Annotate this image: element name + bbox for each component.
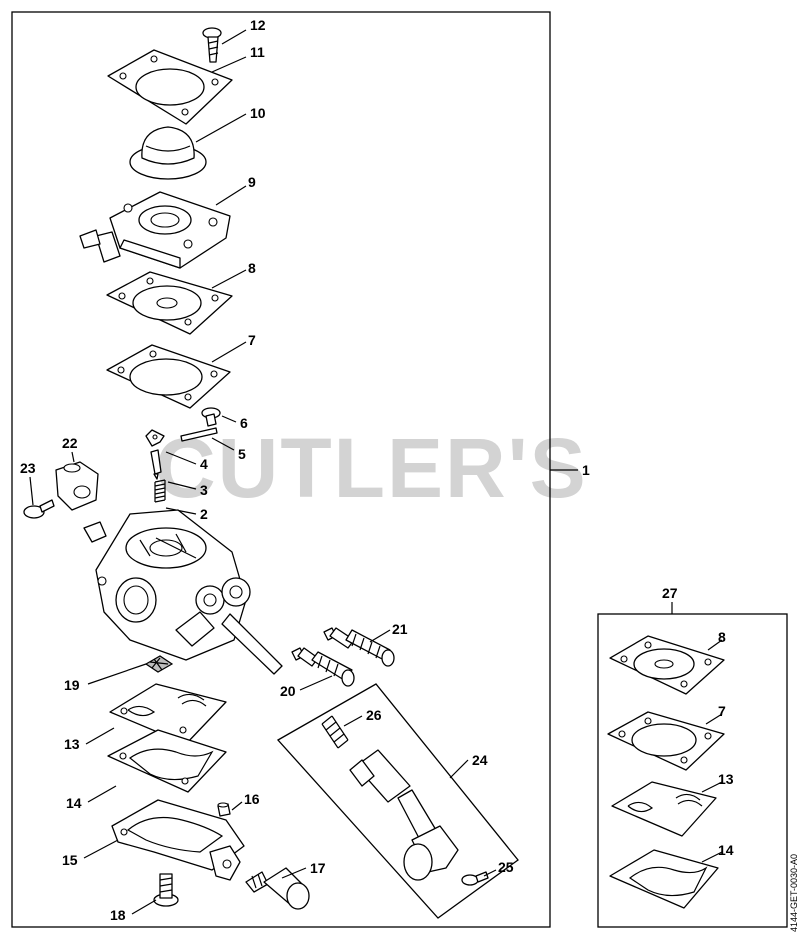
part-7-gasket bbox=[106, 344, 231, 409]
kit-part-7-gasket bbox=[607, 711, 725, 771]
label-5: 5 bbox=[238, 446, 246, 462]
part-5-pin bbox=[180, 427, 218, 442]
document-id: 4144-GET-0030-A0 bbox=[789, 854, 799, 932]
label-17: 17 bbox=[310, 860, 326, 876]
part-11-gasket bbox=[107, 49, 233, 125]
label-27: 27 bbox=[662, 585, 678, 601]
watermark: CUTLER'S bbox=[155, 421, 588, 515]
part-18-screw bbox=[153, 873, 179, 907]
label-6: 6 bbox=[240, 415, 248, 431]
label-22: 22 bbox=[62, 435, 78, 451]
label-23: 23 bbox=[20, 460, 36, 476]
label-13: 13 bbox=[64, 736, 80, 752]
kit-label-8: 8 bbox=[718, 629, 726, 645]
label-26: 26 bbox=[366, 707, 382, 723]
part-22-clip bbox=[55, 461, 99, 511]
part-inlet-needle bbox=[150, 449, 162, 480]
kit-frame bbox=[597, 613, 788, 928]
kit-part-13-diaphragm bbox=[611, 781, 717, 837]
label-3: 3 bbox=[200, 482, 208, 498]
part-12-screw bbox=[202, 27, 222, 63]
kit-part-14-gasket bbox=[609, 849, 719, 909]
part-8-diaphragm bbox=[106, 271, 233, 335]
part-25-screw bbox=[461, 871, 489, 886]
label-21: 21 bbox=[392, 621, 408, 637]
label-12: 12 bbox=[250, 17, 266, 33]
label-18: 18 bbox=[110, 907, 126, 923]
part-6-screw bbox=[201, 407, 221, 427]
part-15-cover bbox=[111, 799, 245, 881]
part-4-lever bbox=[145, 429, 165, 447]
part-19-screen bbox=[144, 655, 174, 673]
kit-label-13: 13 bbox=[718, 771, 734, 787]
label-16: 16 bbox=[244, 791, 260, 807]
label-24: 24 bbox=[472, 752, 488, 768]
kit-part-8-diaphragm bbox=[609, 635, 725, 695]
label-20: 20 bbox=[280, 683, 296, 699]
part-23-screw bbox=[23, 499, 55, 519]
part-20-adjust-screw bbox=[291, 647, 355, 687]
label-25: 25 bbox=[498, 859, 514, 875]
part-3-spring bbox=[154, 479, 166, 503]
part-16-plug bbox=[217, 802, 231, 817]
part-24-pump bbox=[349, 749, 459, 881]
kit-label-7: 7 bbox=[718, 703, 726, 719]
label-4: 4 bbox=[200, 456, 208, 472]
part-10-primer-bulb bbox=[129, 126, 207, 180]
label-15: 15 bbox=[62, 852, 78, 868]
label-10: 10 bbox=[250, 105, 266, 121]
label-14: 14 bbox=[66, 795, 82, 811]
label-7: 7 bbox=[248, 332, 256, 348]
kit-label-14: 14 bbox=[718, 842, 734, 858]
label-8: 8 bbox=[248, 260, 256, 276]
label-19: 19 bbox=[64, 677, 80, 693]
part-17-plug bbox=[245, 867, 310, 910]
carburetor-body bbox=[83, 509, 283, 675]
part-26-spring bbox=[321, 715, 349, 749]
label-9: 9 bbox=[248, 174, 256, 190]
part-9-pump-cover bbox=[79, 191, 231, 269]
label-1: 1 bbox=[582, 462, 590, 478]
kit-24-frame bbox=[276, 683, 519, 919]
part-21-adjust-screw bbox=[323, 627, 395, 667]
part-14-gasket bbox=[107, 729, 227, 793]
label-11: 11 bbox=[250, 44, 265, 60]
label-2: 2 bbox=[200, 506, 208, 522]
